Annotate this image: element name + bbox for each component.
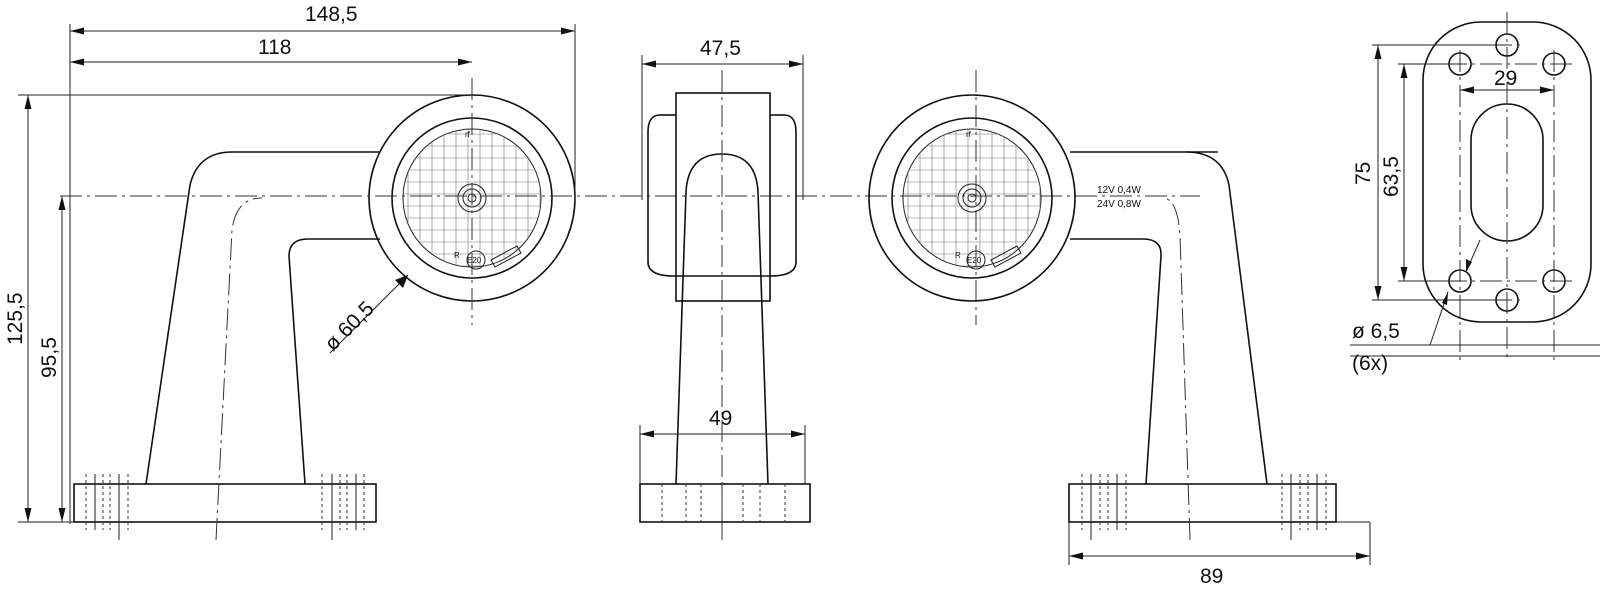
- left-stem-centerline: [215, 197, 263, 541]
- dim-overall-width: 148,5: [305, 3, 358, 26]
- right-view: rf R E20 12V 0,4W 24V 0,8W 89: [868, 70, 1371, 588]
- dim-plate-height: 75: [1352, 162, 1375, 185]
- right-lens: [902, 128, 1042, 268]
- right-window-slot: [990, 245, 1022, 268]
- dim-side-width-bottom: 49: [709, 407, 732, 430]
- right-lamp-ring: [891, 117, 1053, 279]
- left-base-holes: [85, 474, 365, 540]
- dim-arm-length: 118: [258, 36, 291, 59]
- dim-hole-pitch-horizontal: 29: [1494, 67, 1517, 90]
- right-rf-mark: rf: [966, 130, 972, 139]
- right-lamp-body: [868, 94, 1076, 302]
- left-stem-inner: [288, 238, 380, 485]
- left-r-mark: R: [454, 251, 460, 260]
- right-r-mark: R: [955, 251, 961, 260]
- dim-hole-diameter: ø 6,5: [1352, 320, 1400, 343]
- left-approval-mark: E20: [467, 256, 482, 265]
- side-lamp-body: [675, 92, 771, 302]
- voltage-label-12v: 12V 0,4W: [1097, 185, 1141, 196]
- right-lens-grid: [903, 129, 1041, 267]
- side-base: [639, 483, 811, 523]
- right-approval-mark: E20: [967, 256, 982, 265]
- dim-side-width-top: 47,5: [700, 37, 741, 60]
- plate-view: 75 63,5 29 ø 6,5 (6x): [1350, 12, 1600, 375]
- right-stem-inner: [1070, 238, 1162, 485]
- side-view: 47,5 49: [639, 37, 811, 540]
- dim-total-height: 125,5: [4, 292, 27, 345]
- right-stem-centerline: [1164, 197, 1191, 541]
- right-base-holes: [1081, 474, 1327, 540]
- left-stem-outline: [145, 151, 380, 485]
- dim-base-length: 89: [1200, 565, 1223, 588]
- dim-hole-count: (6x): [1352, 352, 1388, 375]
- left-view: rf R E20 148,5 118 125,5 95,5: [4, 3, 1200, 541]
- left-base: [73, 483, 377, 523]
- voltage-label-24v: 24V 0,8W: [1097, 199, 1141, 210]
- dim-lamp-diameter: ø 60,5: [320, 297, 378, 355]
- dim-hole-pitch-vertical: 63,5: [1380, 156, 1403, 197]
- dim-center-height: 95,5: [38, 337, 61, 378]
- left-rf-mark: rf: [465, 130, 471, 139]
- left-approval-circle: [466, 250, 486, 270]
- side-lamp-housing: [647, 114, 797, 277]
- side-base-holes: [661, 484, 786, 540]
- left-window-slot: [490, 245, 522, 268]
- right-base: [1068, 483, 1337, 523]
